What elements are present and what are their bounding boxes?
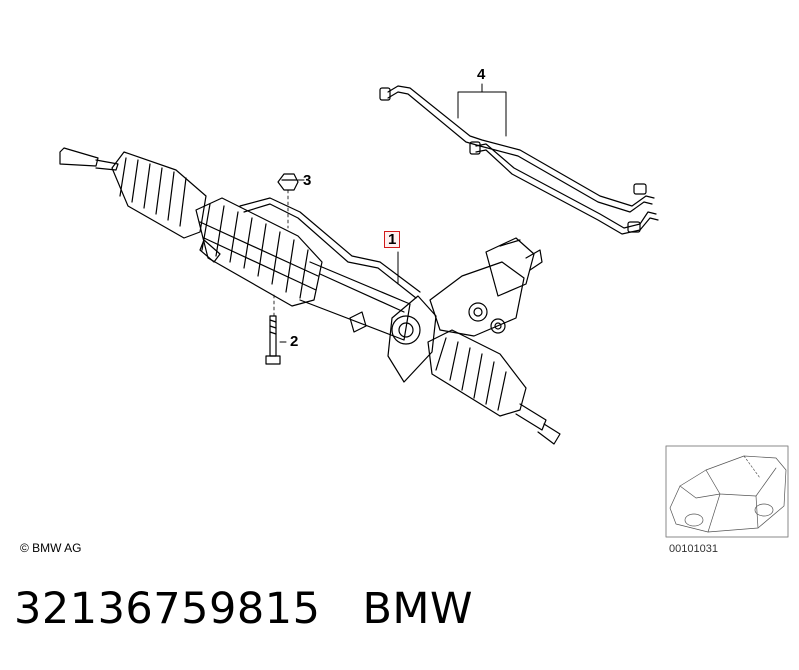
callout-4[interactable]: 4 xyxy=(477,66,486,83)
callout-1-highlighted[interactable]: 1 xyxy=(384,231,401,248)
diagram-code: 00101031 xyxy=(669,543,718,555)
bolt-drawing xyxy=(265,291,287,365)
part-number: 32136759815 xyxy=(14,584,321,634)
callout-2[interactable]: 2 xyxy=(290,333,299,350)
nut-drawing xyxy=(277,173,305,229)
car-thumbnail-icon xyxy=(665,445,789,538)
callout-3[interactable]: 3 xyxy=(303,172,312,189)
steering-rack-body xyxy=(59,147,561,445)
copyright-notice: © BMW AG xyxy=(20,541,82,555)
footer-caption: 32136759815 BMW xyxy=(14,584,473,634)
brand-name: BMW xyxy=(362,584,474,634)
feed-line-drawing xyxy=(379,83,659,235)
